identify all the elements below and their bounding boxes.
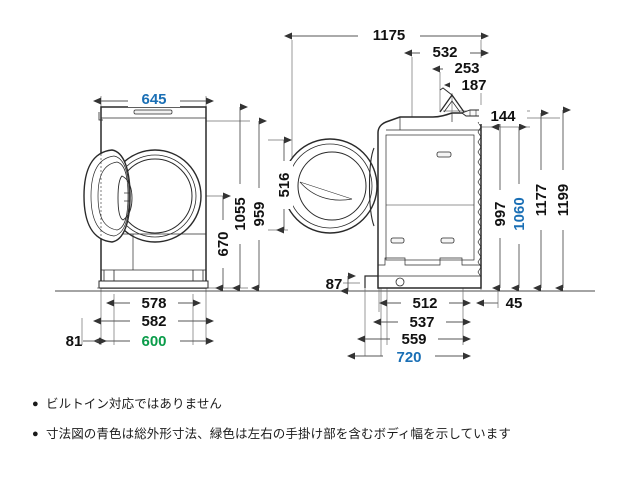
dim-512: 512 [412,295,437,312]
dim-578: 578 [141,295,166,312]
dim-81: 81 [66,333,83,350]
dim-582: 582 [141,313,166,330]
dim-959: 959 [251,201,268,226]
front-view-washer [83,106,209,289]
dim-537: 537 [409,314,434,331]
dim-144: 144 [490,108,516,125]
side-view-washer [282,87,487,289]
dim-1177: 1177 [533,184,550,217]
front-view-dimension-labels: 645 578 582 600 81 670 1055 959 5 [66,89,293,350]
note-text: 寸法図の青色は総外形寸法、緑色は左右の手掛け部を含むボディ幅を示しています [46,426,511,441]
note-text: ビルトイン対応ではありません [46,396,223,411]
dim-45: 45 [506,295,523,312]
dim-1055: 1055 [232,197,249,230]
dim-600: 600 [141,333,166,350]
dim-532: 532 [432,44,457,61]
technical-drawing-canvas: 645 578 582 600 81 670 1055 959 5 [55,24,595,366]
dim-516: 516 [276,172,293,197]
dim-997: 997 [492,201,509,226]
dim-253: 253 [454,60,479,77]
note-item: ● 寸法図の青色は総外形寸法、緑色は左右の手掛け部を含むボディ幅を示しています [0,426,640,442]
dim-1199: 1199 [555,184,572,217]
notes-list: ● ビルトイン対応ではありません ● 寸法図の青色は総外形寸法、緑色は左右の手掛… [0,396,640,456]
dim-720: 720 [396,349,421,366]
dim-187: 187 [461,77,486,94]
dim-559: 559 [401,331,426,348]
bullet-icon: ● [32,428,39,440]
dim-670: 670 [215,231,232,256]
side-view-dimension-labels: 1175 532 253 187 144 997 1060 1177 [326,24,572,366]
note-item: ● ビルトイン対応ではありません [0,396,640,412]
dim-87: 87 [326,276,343,293]
dim-1060: 1060 [511,197,528,230]
dim-1175: 1175 [373,27,406,44]
bullet-icon: ● [32,398,39,410]
dim-645: 645 [141,91,166,108]
